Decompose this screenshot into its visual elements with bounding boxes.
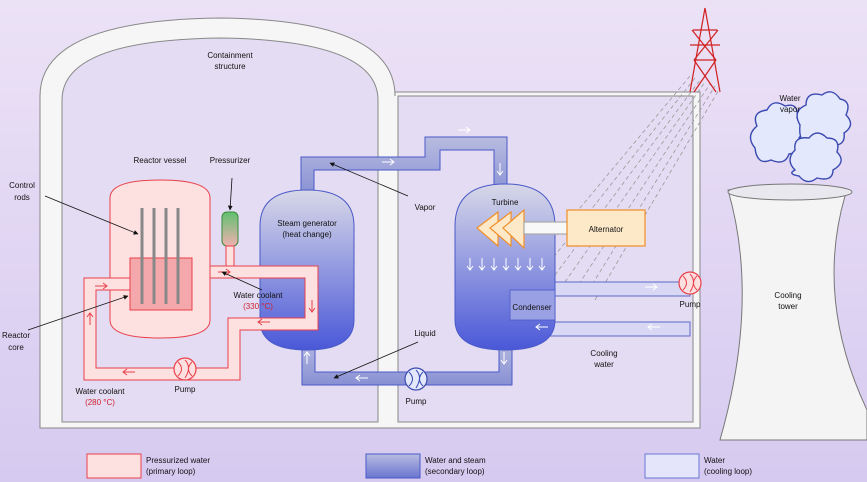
vapor-label: Vapor [415,203,436,212]
control-rods-label-2: rods [14,193,30,202]
pump-cooling-label: Pump [680,300,701,309]
cooling-water-label-1: Cooling [590,349,617,358]
primary-loop-pipes [83,265,319,381]
steam-generator-label-2: (heat change) [282,230,332,239]
legend-primary-line1: Pressurized water [146,456,210,465]
pointer-lines [27,162,419,379]
legend-secondary-line2: (secondary loop) [425,467,485,476]
water-vapor-label-1: Water [779,94,800,103]
containment-label-1: Containment [207,51,253,60]
containment-label-2: structure [214,62,246,71]
reactor-core-label-1: Reactor [2,331,30,340]
reactor-vessel [109,179,211,339]
legend: Pressurized water (primary loop) Water a… [86,453,752,479]
legend-swatch-secondary [365,453,421,479]
water-coolant-cold-label: Water coolant [75,387,125,396]
legend-cooling-line2: (cooling loop) [704,467,752,476]
turbine-flow-arrows [466,258,546,271]
cooling-tower [719,183,867,441]
condenser-box [509,289,556,321]
cooling-tower-label-1: Cooling [774,291,801,300]
reactor-core-label-2: core [8,343,24,352]
water-vapor-label-2: vapor [780,105,800,114]
pump-primary-label: Pump [175,385,196,394]
legend-swatch-cooling [644,453,700,479]
alternator-box [566,209,646,247]
reactor-core-box [129,257,193,311]
water-coolant-cold-temp: (280 °C) [85,398,115,407]
pump-secondary-icon [404,367,428,391]
legend-cooling-line1: Water [704,456,725,465]
alternator-label: Alternator [589,225,624,234]
condenser-label: Condenser [512,303,551,312]
legend-primary-line2: (primary loop) [146,467,196,476]
reactor-vessel-label: Reactor vessel [134,156,187,165]
pylon-icon [689,7,721,93]
liquid-label: Liquid [414,329,435,338]
pump-secondary-label: Pump [406,397,427,406]
control-rods-label-1: Control [9,181,35,190]
power-transmission-lines [534,75,721,301]
turbine-label: Turbine [492,198,519,207]
pump-primary-icon [173,357,197,381]
water-coolant-hot-temp: (330 °C) [243,302,273,311]
water-vapor-clouds [749,91,852,183]
legend-secondary-line1: Water and steam [425,456,486,465]
pressurizer-label: Pressurizer [210,156,251,165]
pressurizer [221,211,239,267]
cooling-water-label-2: water [593,360,614,369]
control-rods-icon [140,208,180,304]
water-coolant-hot-label: Water coolant [233,291,283,300]
steam-generator-label-1: Steam generator [277,219,337,228]
cooling-tower-label-2: tower [778,302,798,311]
legend-swatch-primary [86,453,142,479]
turbine-blades-icon [476,208,571,250]
pump-cooling-icon [678,271,702,295]
labels: Containment structure Reactor vessel Pre… [2,51,802,407]
